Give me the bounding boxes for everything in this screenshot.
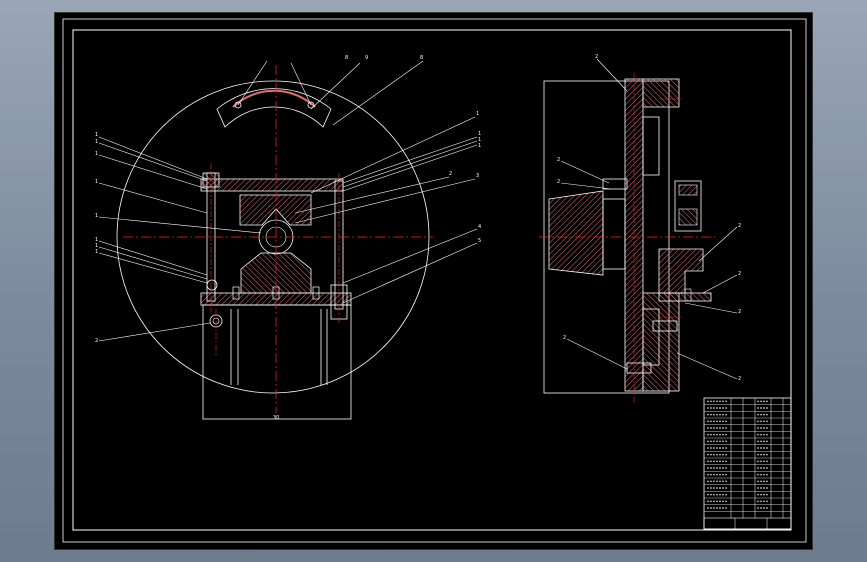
top-clamp-bar [200,178,344,192]
callout: 2 [595,54,598,60]
lower-plate [202,304,352,420]
callout: 2 [449,171,452,177]
callout: 2 [738,376,741,382]
callout: 1 [95,237,98,243]
callout: 1 [478,143,481,149]
bolt-upper [602,178,628,190]
callout: 9 [365,55,368,61]
slot-hole-left [234,101,242,109]
outer-border [62,18,807,543]
callout: 2 [563,335,566,341]
front-callouts: 8 9 8 1 1 1 1 2 3 4 5 1 1 1 1 1 1 [95,55,481,421]
callout: 8 [345,55,348,61]
callout: 30 [273,415,279,421]
tapered-shaft [548,190,604,276]
top-arc-window [216,88,332,128]
bolt-lower [626,362,652,374]
callout: 2 [738,271,741,277]
front-view: 8 9 8 1 1 1 1 2 3 4 5 1 1 1 1 1 1 [95,55,481,421]
callout: 2 [738,309,741,315]
callout: 1 [95,249,98,255]
callout: 2 [557,157,560,163]
callout: 1 [95,179,98,185]
side-callouts: 2 2 2 2 2 2 2 2 [557,54,741,382]
callout: 1 [478,137,481,143]
side-view: 2 2 2 2 2 2 2 2 [539,54,741,403]
inner-border [72,29,792,531]
callout: 1 [476,111,479,117]
clamp-block [674,180,702,232]
callout: 2 [738,223,741,229]
callout: 1 [95,139,98,145]
callout: 8 [420,55,423,61]
callout: 1 [95,151,98,157]
title-block [703,397,792,530]
slot-hole-right [307,101,315,109]
callout: 2 [557,179,560,185]
callout: 1 [95,132,98,138]
callout: 2 [95,338,98,344]
callout: 1 [95,243,98,249]
v-block [239,194,312,226]
cad-drawing: 8 9 8 1 1 1 1 2 3 4 5 1 1 1 1 1 1 [62,18,807,543]
drawing-sheet[interactable]: 8 9 8 1 1 1 1 2 3 4 5 1 1 1 1 1 1 [54,12,813,550]
callout: 4 [478,224,481,230]
callout: 3 [476,173,479,179]
callout: 1 [95,213,98,219]
callout: 5 [478,238,481,244]
top-arc-slot [232,89,316,108]
callout: 1 [478,131,481,137]
